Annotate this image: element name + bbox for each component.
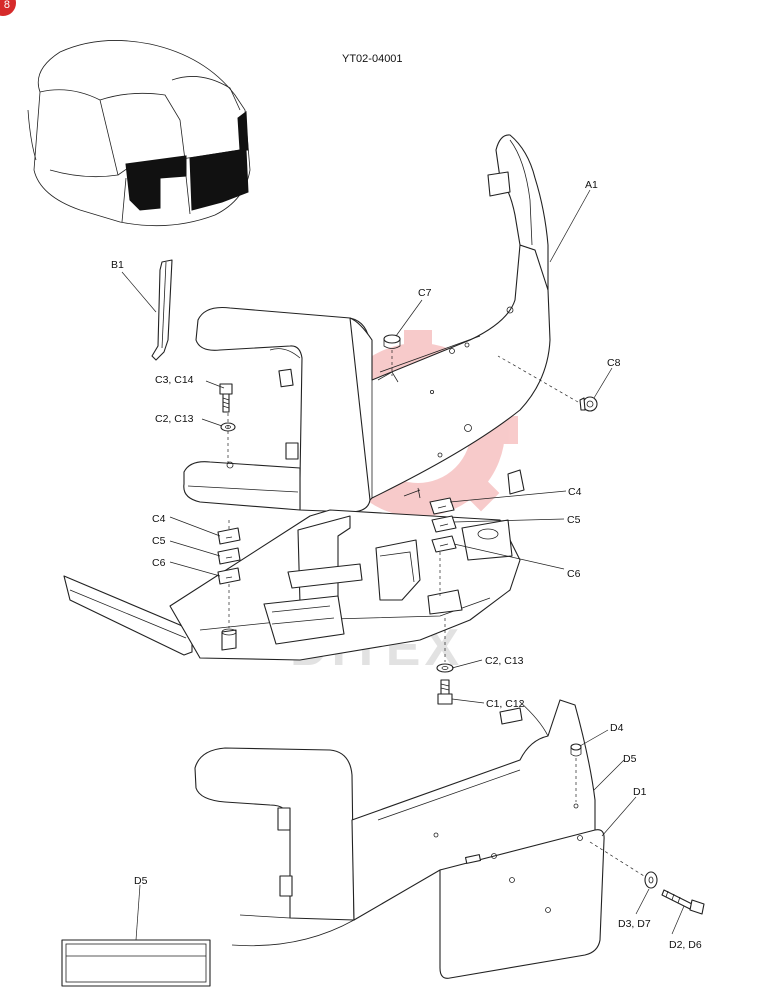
label-D4: D4 [610,722,624,734]
counterweight-rear-view [194,699,596,947]
page-marker-text: 8 [3,0,10,11]
part-C1-bolt [437,679,453,705]
part-C8-plug [497,355,598,412]
label-D5-top: D5 [623,753,637,765]
axis-d-bolt [589,841,645,877]
page-marker-badge: 8 [0,0,16,16]
label-C1-C12: C1, C12 [486,698,525,710]
part-D1-cover-plate [439,803,605,979]
part-C7-plug [383,334,401,376]
label-C6-right: C6 [567,568,581,580]
part-B1-bracket [151,259,173,361]
label-C3-C14: C3, C14 [155,374,194,386]
part-D2-bolt [661,889,705,915]
part-C3-bolt [219,383,233,413]
machine-frame [63,469,525,661]
label-C7: C7 [418,287,432,299]
part-A1-counterweight [183,134,551,513]
part-C2-washer-bottom [436,663,454,673]
label-D3-D7: D3, D7 [618,918,651,930]
label-B1: B1 [111,259,124,271]
shim-stack-right [403,487,457,553]
label-D1: D1 [633,786,647,798]
label-D2-D6: D2, D6 [669,939,702,951]
part-D3-washer [644,871,658,889]
part-labels: A1 B1 C7 C8 C3, C14 C2, C13 C4 C5 C6 C4 … [111,179,702,951]
part-D5-label-detail [61,939,211,987]
label-A1: A1 [585,179,598,191]
label-C5-left: C5 [152,535,166,547]
label-C4-left: C4 [152,513,166,525]
part-D4-plug [570,743,582,802]
label-C4-right: C4 [568,486,582,498]
leader-lines [121,189,685,941]
shim-stack-left [217,527,241,585]
label-C6-left: C6 [152,557,166,569]
label-C5-right: C5 [567,514,581,526]
machine-thumbnail [27,40,251,227]
label-C8: C8 [607,357,621,369]
diagram-code: YT02-04001 [342,53,403,65]
label-D5-detail: D5 [134,875,148,887]
label-C2-C13-bottom: C2, C13 [485,655,524,667]
label-C2-C13-top: C2, C13 [155,413,194,425]
